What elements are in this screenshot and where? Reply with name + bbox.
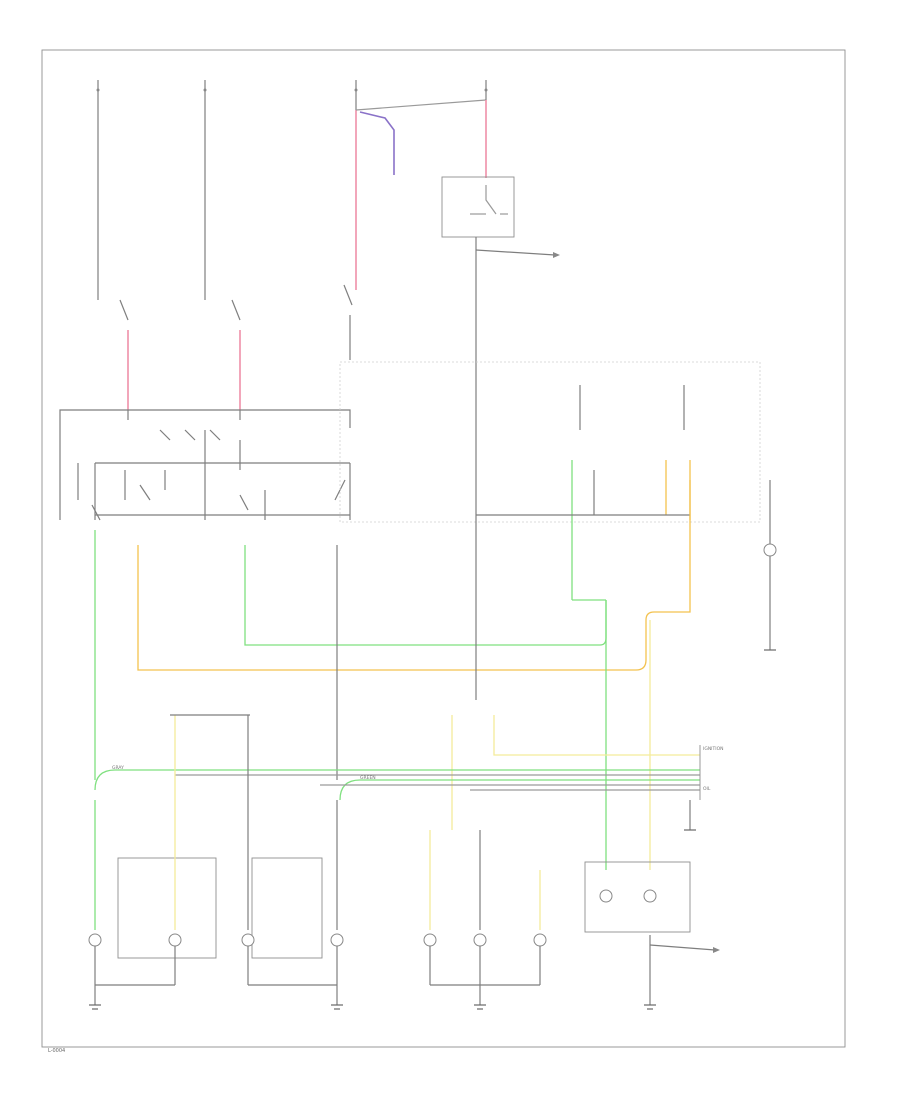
lamp-group-left — [88, 714, 250, 1010]
label-ignition: IGNITION — [703, 746, 724, 752]
label-green: GREEN — [360, 775, 376, 781]
right-switch-module — [476, 385, 691, 870]
diagram-border — [41, 49, 846, 1048]
switch-assembly — [59, 361, 761, 523]
label-gray: GRAY — [112, 765, 124, 771]
wire-pale-2 — [493, 715, 700, 756]
lamp-group-center-left — [241, 800, 344, 1010]
wire-yellow-loop — [137, 480, 691, 671]
bus-wires — [94, 745, 701, 801]
wire-green-loop — [244, 545, 607, 646]
relay-box — [441, 176, 560, 520]
fuse-feed-4 — [484, 80, 488, 178]
label-oil: OIL — [703, 786, 711, 792]
right-bulb-ground — [763, 480, 777, 651]
fuse-feed-1 — [96, 80, 129, 410]
fuse-feed-2 — [203, 80, 241, 410]
fuse-feed-3 — [343, 80, 487, 360]
footer-code: L-0004 — [48, 1048, 65, 1054]
lamp-group-center-right — [423, 830, 547, 1010]
indicator-cluster — [584, 800, 720, 1010]
